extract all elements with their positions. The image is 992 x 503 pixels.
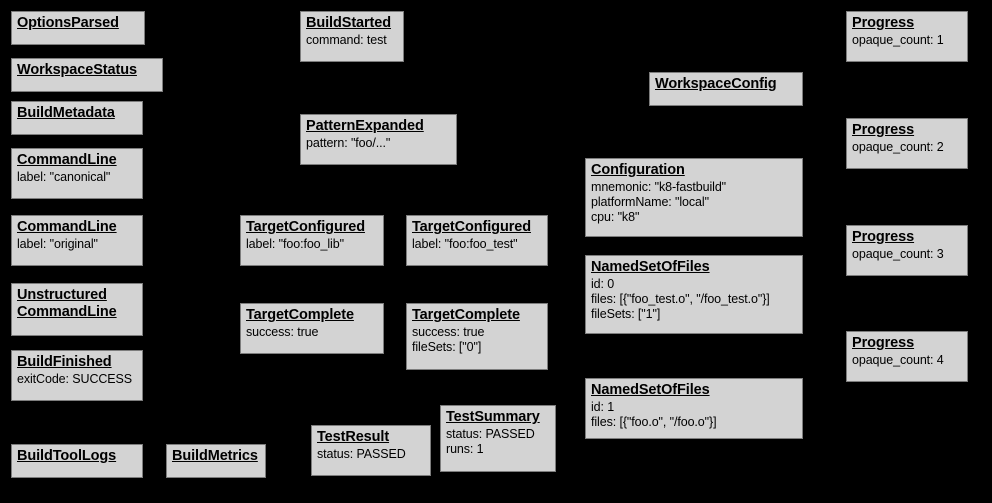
node-fields: opaque_count: 4 — [852, 353, 944, 367]
node-fields: success: true fileSets: ["0"] — [412, 325, 485, 354]
node-configuration[interactable]: Configuration mnemonic: "k8-fastbuild" pl… — [585, 158, 803, 237]
node-fields: id: 1 files: [{"foo.o", "/foo.o"}] — [591, 400, 717, 429]
node-fields: status: PASSED — [317, 447, 406, 461]
node-fields: command: test — [306, 33, 387, 47]
node-fields: label: "canonical" — [17, 170, 111, 184]
node-command-line-original[interactable]: CommandLine label: "original" — [11, 215, 143, 266]
node-workspace-status[interactable]: WorkspaceStatus — [11, 58, 163, 92]
node-target-complete-foo-lib[interactable]: TargetComplete success: true — [240, 303, 384, 354]
node-title: CommandLine — [17, 219, 117, 235]
node-title: TestResult — [317, 429, 390, 445]
node-title: BuildMetrics — [172, 448, 258, 464]
node-fields: status: PASSED runs: 1 — [446, 427, 535, 456]
node-fields: label: "foo:foo_lib" — [246, 237, 344, 251]
node-build-metadata[interactable]: BuildMetadata — [11, 101, 143, 135]
node-fields: mnemonic: "k8-fastbuild" platformName: "… — [591, 180, 727, 224]
node-progress-4[interactable]: Progress opaque_count: 4 — [846, 331, 968, 382]
node-title: OptionsParsed — [17, 15, 119, 31]
node-title: NamedSetOfFiles — [591, 259, 710, 275]
node-test-summary[interactable]: TestSummary status: PASSED runs: 1 — [440, 405, 556, 472]
node-title: WorkspaceConfig — [655, 76, 777, 92]
node-title: Progress — [852, 122, 915, 138]
node-title: BuildFinished — [17, 354, 112, 370]
node-title: PatternExpanded — [306, 118, 424, 134]
node-title: TargetComplete — [246, 307, 354, 323]
node-fields: id: 0 files: [{"foo_test.o", "/foo_test.… — [591, 277, 770, 321]
node-title: Progress — [852, 229, 915, 245]
node-title: BuildStarted — [306, 15, 392, 31]
node-title: TargetComplete — [412, 307, 520, 323]
node-progress-2[interactable]: Progress opaque_count: 2 — [846, 118, 968, 169]
node-title: WorkspaceStatus — [17, 62, 137, 78]
node-fields: success: true — [246, 325, 319, 339]
node-build-finished[interactable]: BuildFinished exitCode: SUCCESS — [11, 350, 143, 401]
node-fields: opaque_count: 1 — [852, 33, 944, 47]
node-command-line-canonical[interactable]: CommandLine label: "canonical" — [11, 148, 143, 199]
node-test-result[interactable]: TestResult status: PASSED — [311, 425, 431, 476]
node-progress-3[interactable]: Progress opaque_count: 3 — [846, 225, 968, 276]
node-fields: label: "original" — [17, 237, 98, 251]
node-title: CommandLine — [17, 152, 117, 168]
node-target-configured-foo-lib[interactable]: TargetConfigured label: "foo:foo_lib" — [240, 215, 384, 266]
node-target-configured-foo-test[interactable]: TargetConfigured label: "foo:foo_test" — [406, 215, 548, 266]
node-title: Unstructured CommandLine — [17, 287, 117, 320]
node-build-metrics[interactable]: BuildMetrics — [166, 444, 266, 478]
node-title: TestSummary — [446, 409, 540, 425]
node-title: Configuration — [591, 162, 685, 178]
node-named-set-of-files-0[interactable]: NamedSetOfFiles id: 0 files: [{"foo_test.… — [585, 255, 803, 334]
node-target-complete-foo-test[interactable]: TargetComplete success: true fileSets: ["… — [406, 303, 548, 370]
node-unstructured-command-line[interactable]: Unstructured CommandLine — [11, 283, 143, 336]
node-fields: opaque_count: 3 — [852, 247, 944, 261]
node-title: Progress — [852, 335, 915, 351]
node-named-set-of-files-1[interactable]: NamedSetOfFiles id: 1 files: [{"foo.o", "… — [585, 378, 803, 439]
node-pattern-expanded[interactable]: PatternExpanded pattern: "foo/..." — [300, 114, 457, 165]
node-title: NamedSetOfFiles — [591, 382, 710, 398]
node-title: BuildToolLogs — [17, 448, 117, 464]
node-fields: pattern: "foo/..." — [306, 136, 391, 150]
node-build-tool-logs[interactable]: BuildToolLogs — [11, 444, 143, 478]
node-title: Progress — [852, 15, 915, 31]
node-fields: opaque_count: 2 — [852, 140, 944, 154]
node-progress-1[interactable]: Progress opaque_count: 1 — [846, 11, 968, 62]
node-build-started[interactable]: BuildStarted command: test — [300, 11, 404, 62]
node-title: TargetConfigured — [246, 219, 365, 235]
node-workspace-config[interactable]: WorkspaceConfig — [649, 72, 803, 106]
node-title: BuildMetadata — [17, 105, 115, 121]
node-fields: exitCode: SUCCESS — [17, 372, 133, 386]
node-fields: label: "foo:foo_test" — [412, 237, 518, 251]
node-options-parsed[interactable]: OptionsParsed — [11, 11, 145, 45]
node-title: TargetConfigured — [412, 219, 531, 235]
